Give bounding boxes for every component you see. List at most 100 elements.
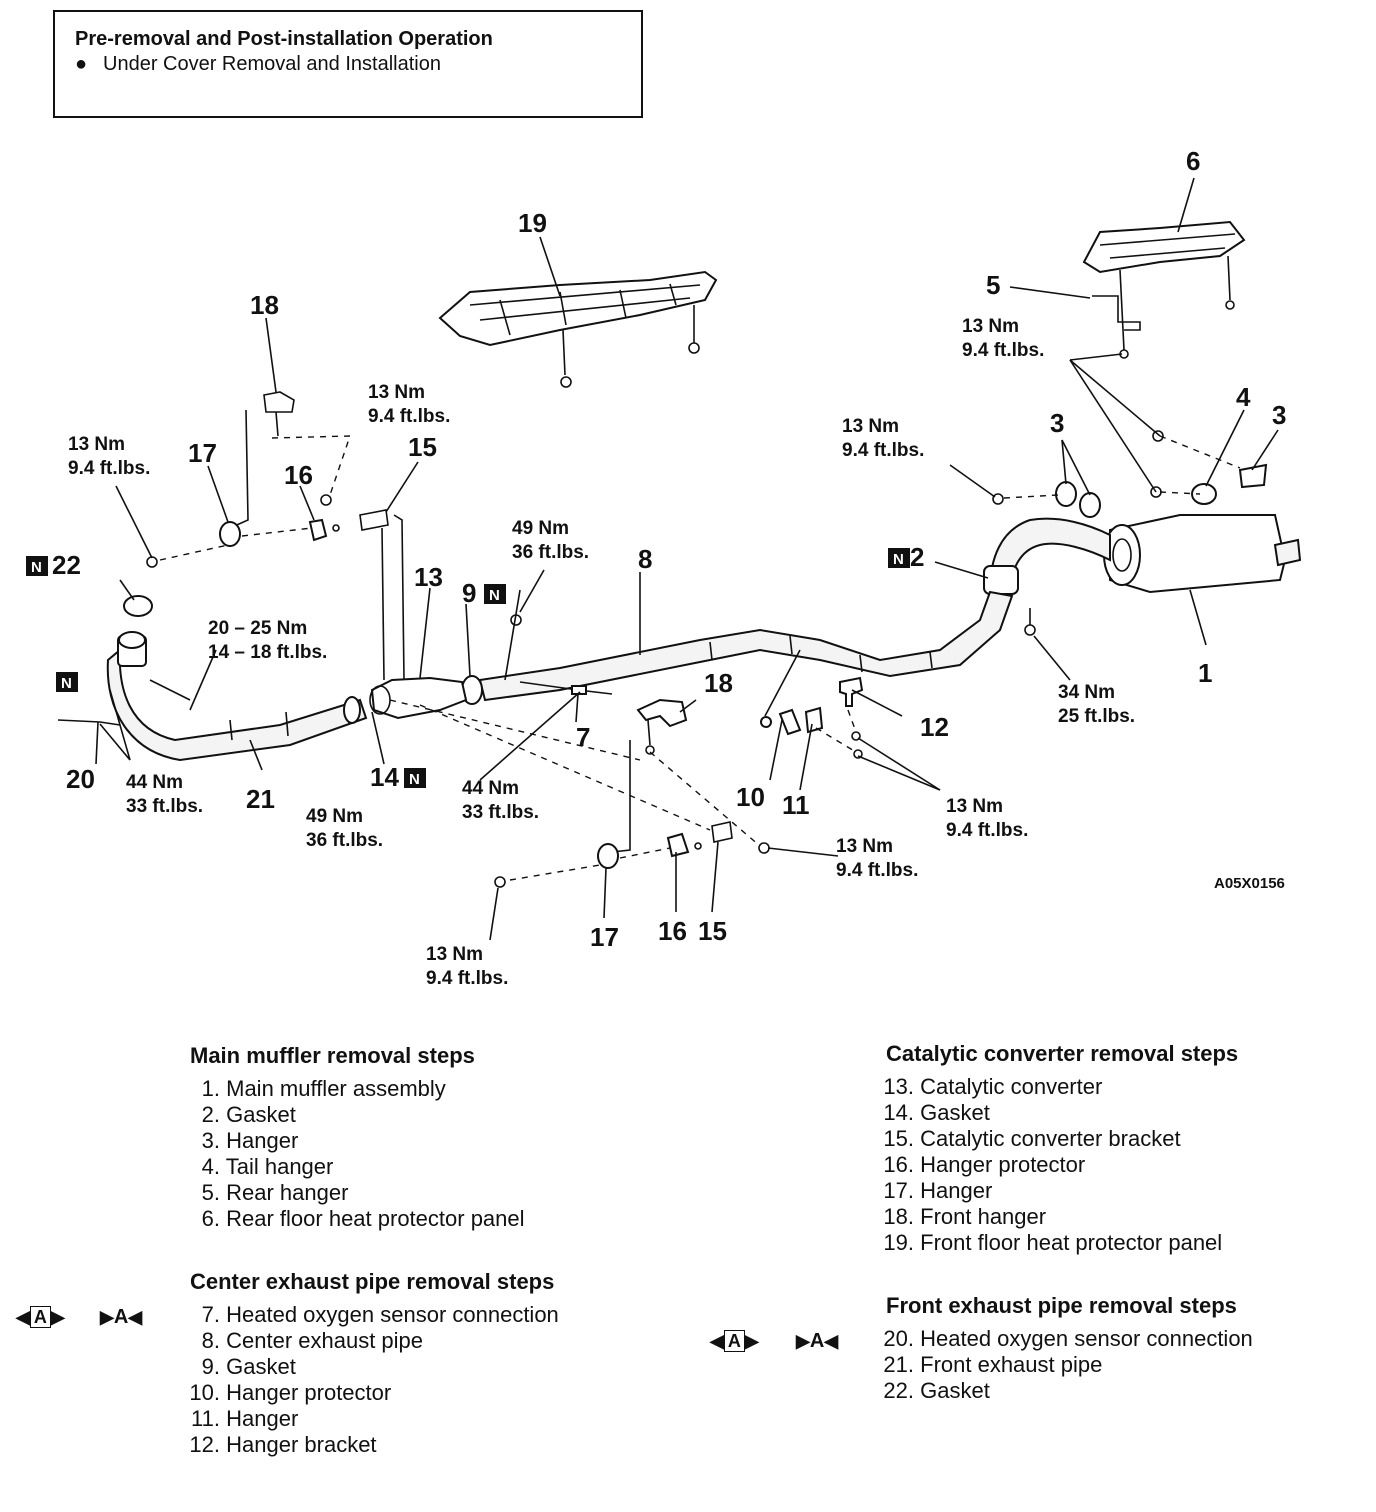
list-item: 13. Catalytic converter: [883, 1074, 1103, 1099]
callout-2: 2: [910, 542, 924, 572]
n-marker-9: [484, 584, 506, 604]
torque-muffler-joint-nm: 34 Nm: [1058, 682, 1115, 703]
front-hanger-assembly-lower: [389, 698, 770, 888]
rear-fasteners: [992, 430, 1241, 636]
torque-hanger-bracket12-ft: 9.4 ft.lbs.: [946, 820, 1028, 841]
front-exhaust-pipe: [57, 595, 368, 762]
triangle-right-icon: ▶: [100, 1307, 114, 1327]
torque-front-flange-ft: 14 – 18 ft.lbs.: [208, 642, 327, 663]
main-muffler-steps-title: Main muffler removal steps: [190, 1043, 475, 1068]
callout-10: 10: [736, 782, 765, 812]
center-pipe-steps: Center exhaust pipe removal steps 7. Hea…: [178, 1268, 559, 1458]
leader-lines: [95, 177, 1279, 941]
service-mark-removal-a-front: ◀A▶: [710, 1330, 759, 1352]
svg-text:N: N: [61, 675, 72, 692]
callout-15a: 15: [408, 432, 437, 462]
callout-8: 8: [638, 544, 652, 574]
callout-numbers: 1 2 3 3 4 5 6 7 8 9 10 11 12 13 14 15 15…: [52, 146, 1286, 952]
list-item: 11. Hanger: [191, 1406, 299, 1431]
catalytic-converter: [359, 509, 468, 720]
torque-lower-bracket-nm: 13 Nm: [836, 836, 893, 857]
list-item: 2. Gasket: [201, 1102, 296, 1127]
torque-lower-bracket-ft: 9.4 ft.lbs.: [836, 860, 918, 881]
callout-16b: 16: [658, 916, 687, 946]
callout-18b: 18: [704, 668, 733, 698]
callout-1: 1: [1198, 658, 1212, 688]
list-item: 15. Catalytic converter bracket: [883, 1126, 1181, 1151]
triangle-right-icon: ▶: [796, 1331, 810, 1351]
callout-16a: 16: [284, 460, 313, 490]
torque-labels: 13 Nm 9.4 ft.lbs. 13 Nm 9.4 ft.lbs. 34 N…: [68, 316, 1135, 989]
torque-hanger17-ft: 9.4 ft.lbs.: [68, 458, 150, 479]
front-hanger-assembly-upper: [146, 391, 351, 568]
heated-oxygen-sensor: [504, 589, 613, 695]
n-marker-2: [888, 548, 910, 568]
front-floor-heat-protector-panel: [438, 270, 718, 388]
list-item: 4. Tail hanger: [201, 1154, 334, 1179]
list-item: 14. Gasket: [883, 1100, 990, 1125]
pre-operation-box: Pre-removal and Post-installation Operat…: [53, 10, 643, 118]
svg-text:N: N: [31, 559, 42, 576]
list-item: 6. Rear floor heat protector panel: [201, 1206, 525, 1231]
list-item: 10. Hanger protector: [189, 1380, 392, 1405]
list-item: 20. Heated oxygen sensor connection: [883, 1326, 1253, 1351]
center-pipe-steps-title: Center exhaust pipe removal steps: [190, 1269, 555, 1294]
triangle-left-icon: ◀: [824, 1331, 839, 1351]
front-pipe-steps: Front exhaust pipe removal steps 20. Hea…: [874, 1292, 1253, 1404]
triangle-right-icon: ▶: [50, 1307, 65, 1327]
torque-sensor7-nm: 44 Nm: [462, 778, 519, 799]
n-marker-22: [26, 556, 48, 576]
pre-operation-item-text: Under Cover Removal and Installation: [103, 53, 441, 75]
callout-3a: 3: [1050, 408, 1064, 438]
catalytic-converter-steps: Catalytic converter removal steps 13. Ca…: [874, 1040, 1238, 1256]
callout-4: 4: [1236, 382, 1251, 412]
center-hanger-parts: [760, 676, 864, 759]
torque-bracket15-nm: 13 Nm: [368, 382, 425, 403]
service-mark-installation-a: ▶A◀: [100, 1306, 143, 1328]
callout-18a: 18: [250, 290, 279, 320]
torque-bracket15-ft: 9.4 ft.lbs.: [368, 406, 450, 427]
list-item: 17. Hanger: [883, 1178, 993, 1203]
torque-lower-hanger-nm: 13 Nm: [426, 944, 483, 965]
center-exhaust-pipe: [461, 590, 1014, 705]
svg-text:N: N: [893, 551, 904, 568]
callout-9: 9: [462, 578, 476, 608]
torque-center-joint-nm: 49 Nm: [512, 518, 569, 539]
list-item: 3. Hanger: [201, 1128, 299, 1153]
list-item: 8. Center exhaust pipe: [201, 1328, 424, 1353]
list-item: 7. Heated oxygen sensor connection: [201, 1302, 559, 1327]
list-item: 5. Rear hanger: [201, 1180, 349, 1205]
svg-text:N: N: [409, 771, 420, 788]
torque-hanger3-nm: 13 Nm: [842, 416, 899, 437]
torque-converter-joint-ft: 36 ft.lbs.: [306, 830, 383, 851]
svg-text:N: N: [489, 587, 500, 604]
service-mark-removal-a: ◀A▶: [16, 1306, 65, 1328]
torque-hanger-bracket12-nm: 13 Nm: [946, 796, 1003, 817]
torque-muffler-joint-ft: 25 ft.lbs.: [1058, 706, 1135, 727]
list-item: 1. Main muffler assembly: [201, 1076, 446, 1101]
callout-12: 12: [920, 712, 949, 742]
bullet-icon: ●: [75, 53, 88, 75]
list-item: 21. Front exhaust pipe: [883, 1352, 1103, 1377]
main-muffler-steps: Main muffler removal steps 1. Main muffl…: [190, 1042, 525, 1232]
callout-3b: 3: [1272, 400, 1286, 430]
triangle-left-icon: ◀: [128, 1307, 143, 1327]
triangle-right-icon: ▶: [744, 1331, 759, 1351]
torque-sensor20-nm: 44 Nm: [126, 772, 183, 793]
list-item: 9. Gasket: [201, 1354, 296, 1379]
rear-floor-heat-protector-panel: [1082, 220, 1246, 359]
n-marker-14: [404, 768, 426, 788]
torque-rear-hanger-ft: 9.4 ft.lbs.: [962, 340, 1044, 361]
callout-13: 13: [414, 562, 443, 592]
triangle-left-icon: ◀: [710, 1331, 724, 1351]
callout-5: 5: [986, 270, 1000, 300]
callout-14: 14: [370, 762, 399, 792]
list-item: 18. Front hanger: [883, 1204, 1047, 1229]
triangle-left-icon: ◀: [16, 1307, 30, 1327]
pre-operation-title: Pre-removal and Post-installation Operat…: [75, 28, 493, 50]
service-mark-installation-a-front: ▶A◀: [796, 1330, 839, 1352]
torque-hanger3-ft: 9.4 ft.lbs.: [842, 440, 924, 461]
n-marker-oxygen-sensor: [56, 672, 78, 692]
list-item: 19. Front floor heat protector panel: [883, 1230, 1223, 1255]
front-pipe-steps-title: Front exhaust pipe removal steps: [886, 1293, 1237, 1318]
